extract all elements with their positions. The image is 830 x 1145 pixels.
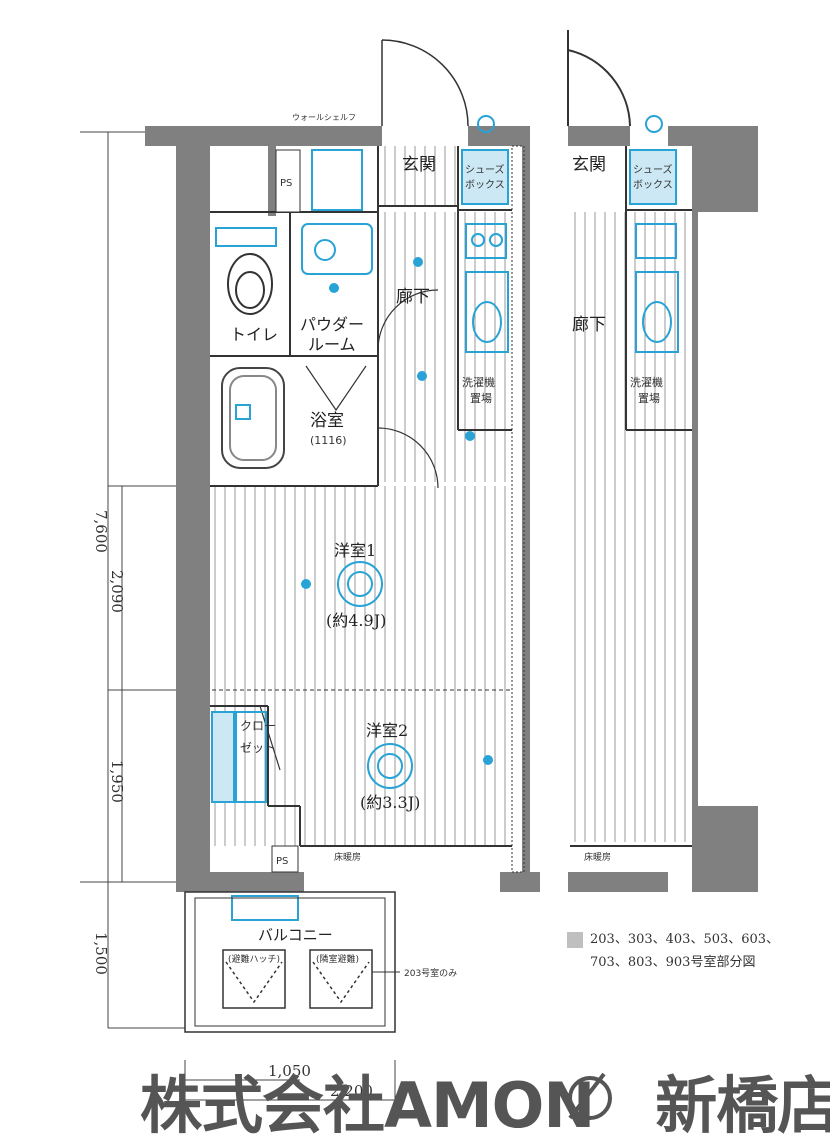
label-unit-note: 203号室のみ	[404, 967, 457, 979]
label-shoe-box-2: ボックス	[465, 179, 505, 191]
label-ps-top: PS	[280, 178, 292, 189]
entrance-door	[381, 39, 469, 127]
dim-width-inner: 1,050	[268, 1062, 311, 1080]
label-laundry-right-1: 洗濯機	[630, 375, 663, 389]
dimension-lines	[80, 131, 396, 1110]
interior-lines	[210, 146, 512, 847]
balcony	[184, 891, 400, 1033]
label-entrance-right: 玄関	[572, 155, 606, 175]
label-shoe-box-right-1: シューズ	[633, 163, 673, 176]
label-toilet: トイレ	[230, 325, 278, 344]
floor-areas	[212, 146, 512, 846]
label-western1-size: (約4.9J)	[326, 611, 386, 630]
label-powder-room-2: ルーム	[308, 335, 356, 354]
dim-room1: 2,090	[108, 570, 126, 613]
label-hall: 廊下	[396, 287, 430, 307]
label-ps-bottom: PS	[276, 856, 288, 867]
legend-text: 203、303、403、503、603、703、803、903号室部分図	[590, 932, 780, 970]
label-bath: 浴室	[310, 411, 344, 431]
floor-partial	[570, 212, 692, 842]
label-laundry-2: 置場	[470, 392, 492, 405]
label-laundry-1: 洗濯機	[462, 375, 495, 389]
label-entrance: 玄関	[402, 155, 436, 175]
fixtures	[211, 115, 663, 921]
walls-main	[145, 126, 540, 892]
legend-swatch	[567, 932, 583, 948]
label-evac-right: (隣室避難)	[316, 953, 359, 965]
walls-partial	[568, 126, 758, 892]
company-name: 株式会社AMON 新橋店	[140, 1069, 830, 1142]
label-floor-heat: 床暖房	[334, 851, 361, 863]
label-shoe-box-1: シューズ	[465, 163, 505, 176]
label-western2: 洋室2	[366, 721, 408, 740]
label-wall-shelf: ウォールシェルフ	[292, 113, 356, 122]
label-shoe-box-right-2: ボックス	[633, 179, 673, 191]
dim-width-total: 2,200	[330, 1082, 373, 1100]
dim-room2: 1,950	[108, 760, 126, 803]
dim-balcony: 1,500	[92, 932, 110, 975]
label-hall-right: 廊下	[572, 315, 606, 335]
partial-unit-lines	[567, 30, 692, 847]
label-laundry-right-2: 置場	[638, 392, 660, 405]
ps-box-top	[275, 149, 301, 213]
ps-box-bottom	[271, 845, 299, 873]
north-arrow-icon	[568, 1072, 612, 1120]
label-bath-size: (1116)	[310, 434, 347, 447]
label-closet-1: クロー	[240, 719, 276, 733]
label-balcony: バルコニー	[258, 926, 333, 944]
label-closet-2: ゼット	[240, 741, 276, 755]
label-powder-room-1: パウダー	[300, 315, 364, 334]
dim-total-height: 7,600	[92, 510, 110, 553]
label-western2-size: (約3.3J)	[360, 793, 420, 812]
label-floor-heat-right: 床暖房	[584, 851, 611, 863]
interior-doors	[259, 289, 439, 771]
label-evac-left: (避難ハッチ)	[228, 953, 280, 965]
partial-fixtures	[629, 149, 679, 353]
outlet-marks	[301, 257, 493, 765]
label-western1: 洋室1	[334, 541, 376, 560]
